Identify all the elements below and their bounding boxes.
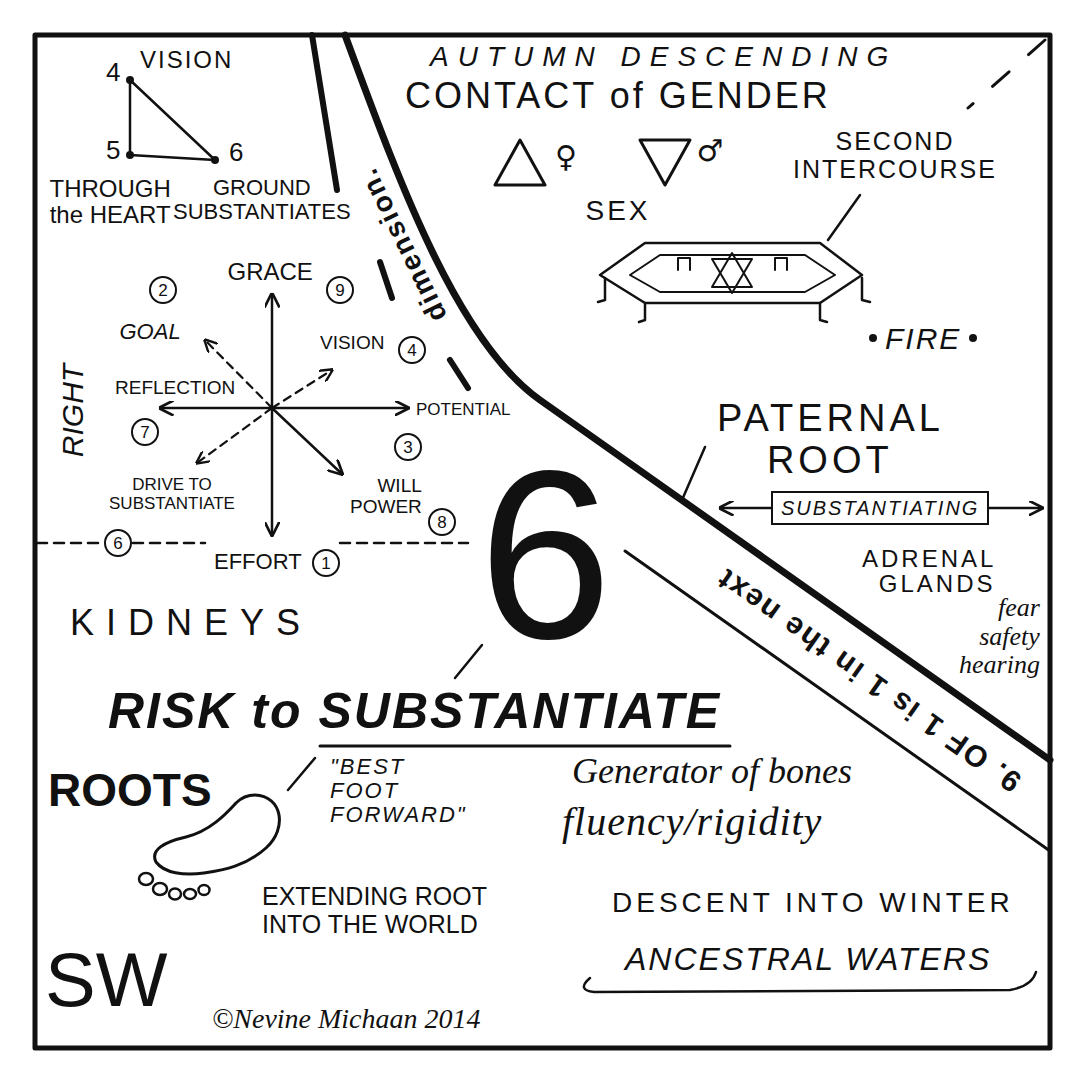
vertex-dot bbox=[211, 156, 219, 164]
dashed-arrow bbox=[272, 370, 332, 408]
axis-arrow bbox=[160, 407, 408, 410]
table-outline bbox=[600, 243, 862, 303]
band-dash bbox=[450, 360, 468, 388]
node-text: 7 bbox=[140, 424, 149, 441]
dashed-arrow bbox=[205, 340, 272, 408]
fire-triangle bbox=[495, 140, 545, 185]
water-triangle bbox=[640, 140, 690, 185]
number-circle: 9 bbox=[326, 276, 354, 304]
fire-dot bbox=[969, 334, 977, 342]
number-circle: 6 bbox=[104, 529, 132, 557]
gender-symbol: ♂ bbox=[697, 134, 724, 167]
vertex-number: 4 bbox=[106, 58, 120, 87]
note-text: fear safety hearing bbox=[959, 594, 1040, 680]
process-box: SUBSTANTIATING bbox=[771, 491, 989, 525]
number-circle: 2 bbox=[149, 276, 177, 304]
direction-label: GOAL bbox=[120, 320, 181, 344]
text-label: DESCENT INTO WINTER bbox=[612, 888, 1014, 919]
number-circle: 3 bbox=[394, 433, 422, 461]
text-label: PATERNAL ROOT bbox=[717, 398, 943, 482]
star-symbol bbox=[712, 253, 752, 293]
text-label: ANCESTRAL WATERS bbox=[625, 942, 991, 977]
season-heading: AUTUMN DESCENDING bbox=[430, 42, 897, 73]
band-curve bbox=[345, 35, 1050, 760]
node-text: SUBSTANTIATING bbox=[781, 496, 979, 520]
text-label: SECOND INTERCOURSE bbox=[793, 128, 997, 183]
number-circle: 7 bbox=[131, 418, 159, 446]
organ-label: ADRENAL GLANDS bbox=[862, 546, 995, 596]
number-circle: 8 bbox=[428, 508, 456, 536]
dashed-line bbox=[968, 40, 1045, 108]
direction-label: VISION bbox=[320, 333, 384, 354]
direction-label: DRIVE TO SUBSTANTIATE bbox=[92, 476, 252, 513]
leader-line bbox=[455, 645, 482, 678]
node-text: 1 bbox=[321, 555, 330, 572]
vertex-dot bbox=[126, 151, 134, 159]
heading: CONTACT of GENDER bbox=[405, 76, 831, 116]
node-text: 3 bbox=[403, 439, 412, 456]
side-label: RIGHT bbox=[56, 363, 89, 456]
table-leg bbox=[598, 278, 870, 322]
toe bbox=[169, 889, 181, 900]
vertex-dot bbox=[126, 76, 134, 84]
dashed-line bbox=[37, 542, 468, 545]
direction-code: SW bbox=[45, 938, 167, 1022]
leader-line bbox=[828, 195, 860, 240]
element-label: FIRE bbox=[885, 322, 961, 355]
direction-label: EFFORT bbox=[214, 550, 302, 574]
note-text: fluency/rigidity bbox=[562, 800, 822, 844]
text-label: SEX bbox=[586, 196, 651, 227]
toe bbox=[199, 885, 210, 895]
quote-text: "BEST FOOT FORWARD" bbox=[330, 755, 467, 828]
node-text: 8 bbox=[437, 514, 446, 531]
direction-label: REFLECTION bbox=[115, 378, 235, 399]
copyright-note: ©Nevine Michaan 2014 bbox=[212, 1004, 481, 1035]
leader-line bbox=[682, 447, 705, 500]
vertex-number: 6 bbox=[229, 138, 243, 167]
direction-label: POTENTIAL bbox=[416, 401, 510, 420]
node-text: 6 bbox=[113, 535, 122, 552]
leader-line bbox=[288, 758, 315, 790]
number-circle: 4 bbox=[398, 336, 426, 364]
triangle-label: VISION bbox=[140, 47, 233, 73]
dashed-arrow bbox=[197, 408, 272, 463]
organ-label: KIDNEYS bbox=[70, 603, 312, 643]
text-label: ROOTS bbox=[48, 765, 212, 816]
toe bbox=[153, 883, 167, 895]
divider-line bbox=[312, 35, 337, 190]
text-label: THROUGH the HEART bbox=[50, 176, 171, 229]
big-numeral: 6 bbox=[479, 417, 612, 693]
direction-label: GRACE bbox=[228, 259, 313, 285]
node-text: 9 bbox=[335, 282, 344, 299]
node-text: 4 bbox=[407, 342, 416, 359]
axis-arrow bbox=[271, 294, 274, 535]
vertex-number: 5 bbox=[106, 136, 120, 165]
note-text: Generator of bones bbox=[572, 752, 852, 792]
main-heading: RISK to SUBSTANTIATE bbox=[108, 684, 721, 739]
text-label: EXTENDING ROOT INTO THE WORLD bbox=[262, 883, 542, 938]
toe bbox=[139, 873, 153, 885]
band-text: dimension. bbox=[352, 162, 453, 326]
number-circle: 1 bbox=[312, 549, 340, 577]
fire-dot bbox=[869, 334, 877, 342]
node-text: 2 bbox=[158, 282, 167, 299]
gender-symbol: ♀ bbox=[555, 140, 577, 173]
frame bbox=[35, 35, 1050, 1048]
triangle bbox=[130, 80, 215, 160]
axis-arrow bbox=[272, 408, 342, 474]
candle-mark bbox=[678, 258, 787, 270]
toe bbox=[184, 889, 196, 899]
band-dash bbox=[380, 262, 392, 298]
underline bbox=[320, 745, 730, 748]
text-label: GROUND SUBSTANTIATES bbox=[173, 176, 351, 224]
direction-label: WILL POWER bbox=[350, 476, 422, 518]
